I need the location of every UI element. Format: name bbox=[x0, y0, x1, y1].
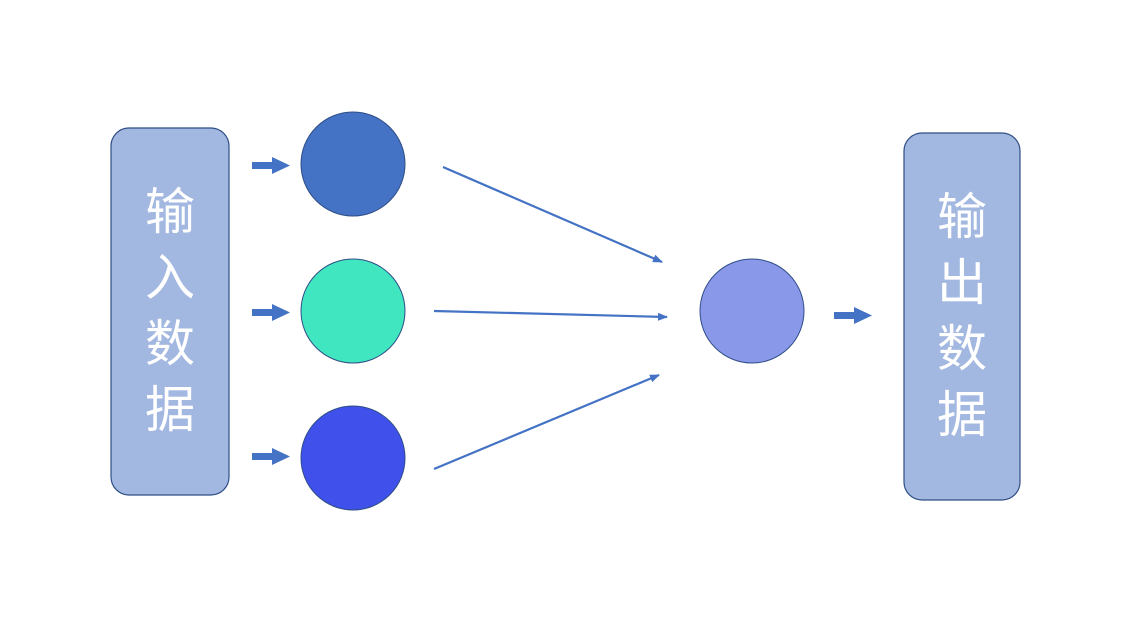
input-data-box bbox=[110, 127, 230, 496]
input-arrow-top bbox=[252, 157, 290, 174]
connection-arrow-middle bbox=[433, 309, 668, 321]
connection-arrow-top bbox=[442, 165, 663, 264]
output-arrow bbox=[834, 307, 872, 324]
input-node-bottom bbox=[300, 405, 406, 511]
input-node-middle bbox=[300, 258, 406, 364]
connection-arrow-bottom bbox=[433, 373, 660, 471]
output-data-box bbox=[903, 132, 1021, 501]
output-node bbox=[699, 258, 805, 364]
input-arrow-bottom bbox=[252, 448, 290, 465]
input-node-top bbox=[300, 111, 406, 217]
input-arrow-middle bbox=[252, 304, 290, 321]
